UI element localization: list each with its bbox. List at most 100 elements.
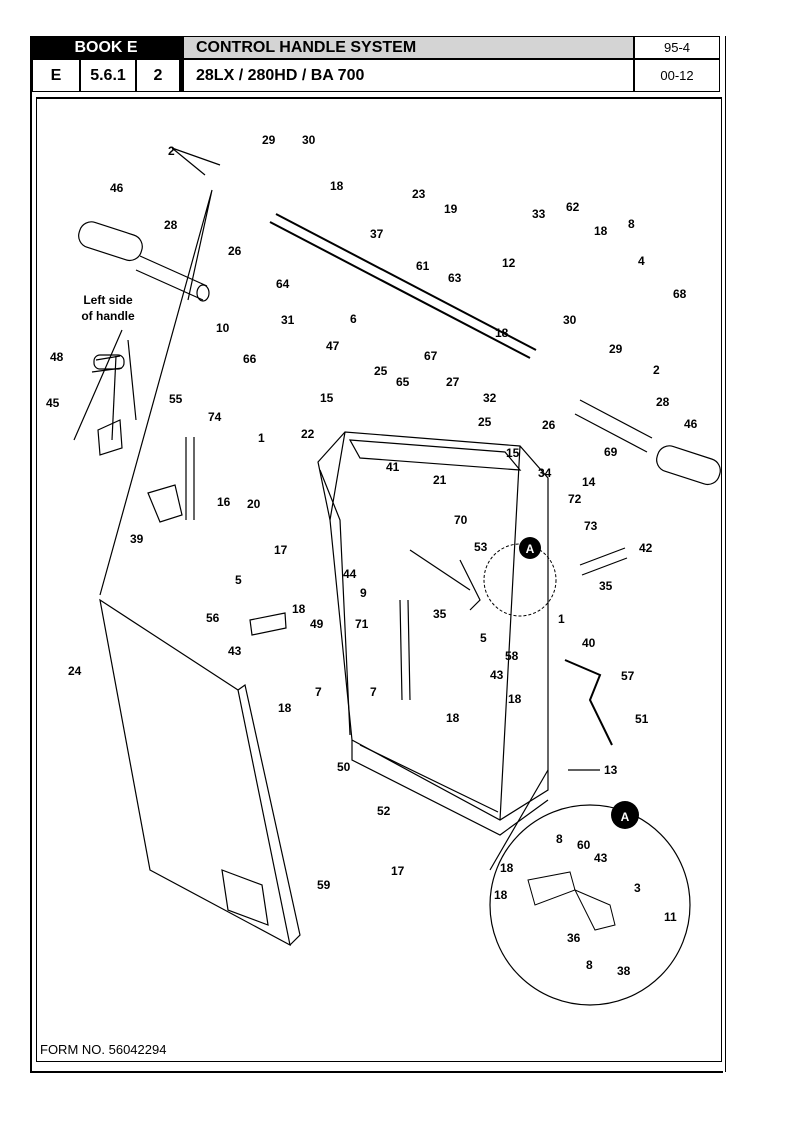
housing-outline <box>317 431 549 821</box>
callout: 64 <box>276 277 290 291</box>
part-callouts: 2 29 30 18 46 28 26 64 23 19 33 62 18 8 … <box>46 133 698 978</box>
callout: 18 <box>594 224 608 238</box>
callout: 43 <box>490 668 504 682</box>
callout: 13 <box>604 763 618 777</box>
callout: 8 <box>586 958 593 972</box>
page-frame <box>30 36 726 1072</box>
callout: 2 <box>168 144 175 158</box>
callout: 1 <box>258 431 265 445</box>
callout: 51 <box>635 712 649 726</box>
drawing-frame <box>36 97 722 1062</box>
callout: 7 <box>315 685 322 699</box>
callout: 17 <box>274 543 288 557</box>
header-block: BOOK E CONTROL HANDLE SYSTEM E 5.6.1 2 2… <box>32 36 720 94</box>
detail-a-letter: A <box>621 810 630 824</box>
callout: 15 <box>506 446 520 460</box>
book-label: BOOK E <box>32 36 180 59</box>
callout: 73 <box>584 519 598 533</box>
callout: 18 <box>494 888 508 902</box>
callout: 56 <box>206 611 220 625</box>
callout: 8 <box>556 832 563 846</box>
callout: 50 <box>337 760 351 774</box>
callout: 46 <box>110 181 124 195</box>
revision-date: 00-12 <box>634 59 720 92</box>
form-number: FORM NO. 56042294 <box>40 1042 167 1057</box>
callout: 46 <box>684 417 698 431</box>
section-letter: E <box>32 59 80 92</box>
callout: 29 <box>262 133 276 147</box>
callout: 26 <box>542 418 556 432</box>
section-number: 5.6.1 <box>80 59 136 92</box>
callout: 28 <box>164 218 178 232</box>
callout: 18 <box>292 602 306 616</box>
callout: 25 <box>374 364 388 378</box>
sub-number: 2 <box>136 59 180 92</box>
callout: 65 <box>396 375 410 389</box>
callout: 43 <box>594 851 608 865</box>
callout: 12 <box>502 256 516 270</box>
callout: 55 <box>169 392 183 406</box>
callout: 43 <box>228 644 242 658</box>
callout: 30 <box>302 133 316 147</box>
left-side-note-1: Left side <box>83 293 133 307</box>
callout: 17 <box>391 864 405 878</box>
callout: 19 <box>444 202 458 216</box>
callout: 7 <box>370 685 377 699</box>
callout: 48 <box>50 350 64 364</box>
callout: 34 <box>538 466 552 480</box>
page-number: 95-4 <box>634 36 720 59</box>
callout: 42 <box>639 541 653 555</box>
housing-edges <box>329 431 549 836</box>
callout: 38 <box>617 964 631 978</box>
callout: 2 <box>653 363 660 377</box>
callout: 8 <box>628 217 635 231</box>
callout: 66 <box>243 352 257 366</box>
callout: 49 <box>310 617 324 631</box>
callout: 23 <box>412 187 426 201</box>
callout: 11 <box>664 910 677 924</box>
callout: 60 <box>577 838 591 852</box>
callout: 41 <box>386 460 400 474</box>
callout: 35 <box>433 607 447 621</box>
callout: 6 <box>350 312 357 326</box>
callout: 18 <box>446 711 460 725</box>
callout: 53 <box>474 540 488 554</box>
callout: 26 <box>228 244 242 258</box>
callout: 9 <box>360 586 367 600</box>
model-list: 28LX / 280HD / BA 700 <box>180 59 634 92</box>
callout: 33 <box>532 207 546 221</box>
callout: 14 <box>582 475 596 489</box>
left-grip <box>78 221 143 262</box>
callout: 36 <box>567 931 581 945</box>
callout: 71 <box>355 617 369 631</box>
callout: 22 <box>301 427 315 441</box>
callout: 39 <box>130 532 144 546</box>
callout: 18 <box>278 701 292 715</box>
callout: 37 <box>370 227 384 241</box>
detail-a-ref-letter: A <box>526 542 535 556</box>
callout: 10 <box>216 321 230 335</box>
bottom-rule <box>30 1071 723 1073</box>
callout: 44 <box>343 567 357 581</box>
callout: 4 <box>638 254 645 268</box>
callout: 3 <box>634 881 641 895</box>
callout: 40 <box>582 636 596 650</box>
detail-a-marker <box>611 801 639 829</box>
detail-a-circle <box>489 804 691 1006</box>
callout: 52 <box>377 804 391 818</box>
left-side-note-2: of handle <box>81 309 135 323</box>
callout: 32 <box>483 391 497 405</box>
callout: 69 <box>604 445 618 459</box>
callout: 72 <box>568 492 582 506</box>
callout: 45 <box>46 396 60 410</box>
callout: 63 <box>448 271 462 285</box>
callout: 18 <box>495 326 509 340</box>
callout: 67 <box>424 349 438 363</box>
callout: 47 <box>326 339 340 353</box>
callout: 59 <box>317 878 331 892</box>
diagram-lines <box>73 147 721 947</box>
callout: 28 <box>656 395 670 409</box>
callout: 16 <box>217 495 231 509</box>
callout: 68 <box>673 287 687 301</box>
